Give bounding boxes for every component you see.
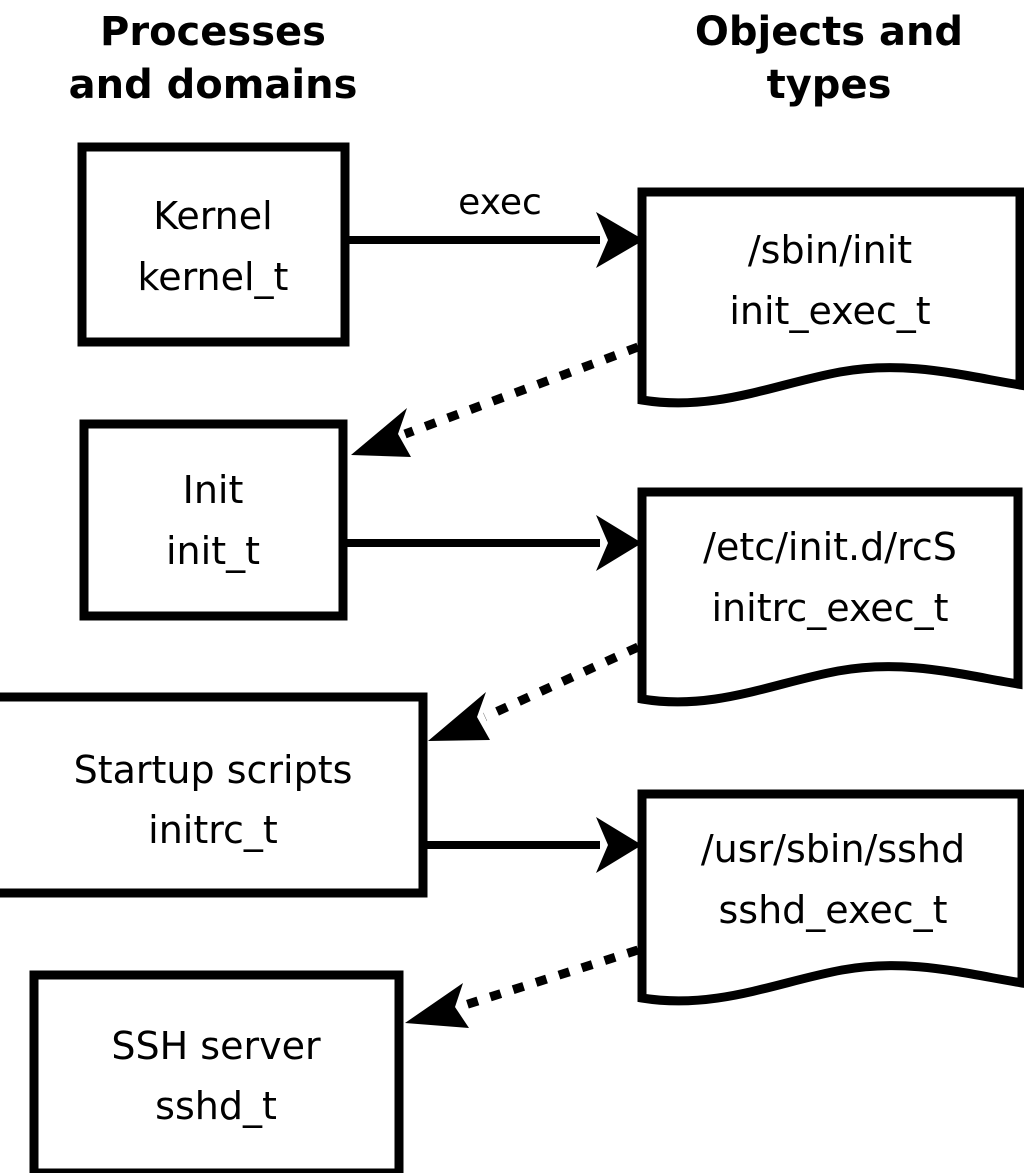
process-node-initrc[interactable]: Startup scripts initrc_t [0, 692, 428, 898]
process-node-initrc-name: Startup scripts [74, 748, 353, 792]
object-node-init-exec-document[interactable] [637, 187, 1024, 408]
process-node-initrc-type: initrc_t [148, 808, 278, 852]
edge-line-sshd-exec-to-sshd [463, 945, 640, 1010]
edge-kernel-exec-init: exec [349, 182, 644, 268]
object-node-sshd-exec-type: sshd_exec_t [718, 888, 947, 932]
process-node-init-type: init_t [166, 529, 260, 573]
process-node-initrc-box[interactable] [0, 692, 428, 898]
edge-initrc-exec-sshd [427, 817, 642, 873]
edge-initrc-exec-to-initrc [428, 642, 640, 741]
arrow-head-init-exec-to-init [351, 408, 411, 457]
edge-line-init-exec-to-init [403, 342, 640, 439]
edge-init-exec-to-init [351, 342, 640, 457]
left-column-title-line2: and domains [69, 62, 358, 108]
process-node-kernel-name: Kernel [153, 194, 272, 238]
object-node-init-exec-path: /sbin/init [748, 228, 912, 272]
process-node-kernel-type: kernel_t [138, 255, 289, 299]
process-node-sshd-type: sshd_t [155, 1084, 277, 1128]
right-column-title: Objects and types [695, 9, 963, 108]
edge-init-exec-initrc [347, 515, 642, 571]
object-node-initrc-exec-type: initrc_exec_t [712, 586, 949, 630]
object-node-init-exec[interactable]: /sbin/init init_exec_t [637, 187, 1024, 408]
process-node-kernel-box[interactable] [77, 142, 350, 347]
object-node-sshd-exec[interactable]: /usr/sbin/sshd sshd_exec_t [637, 789, 1024, 1006]
object-node-initrc-exec-path: /etc/init.d/rcS [703, 525, 957, 569]
left-column-title-line1: Processes [100, 9, 326, 55]
arrow-head-initrc-exec-sshd [596, 817, 642, 873]
object-node-initrc-exec-document[interactable] [637, 487, 1023, 707]
object-node-initrc-exec[interactable]: /etc/init.d/rcS initrc_exec_t [637, 487, 1023, 707]
object-node-init-exec-type: init_exec_t [729, 289, 930, 333]
process-node-kernel[interactable]: Kernel kernel_t [77, 142, 350, 347]
process-node-sshd-name: SSH server [111, 1024, 321, 1068]
process-node-init-box[interactable] [79, 419, 348, 621]
process-node-sshd-box[interactable] [29, 970, 404, 1173]
edge-sshd-exec-to-sshd [405, 945, 640, 1028]
edge-label-exec: exec [458, 182, 542, 223]
arrow-head-sshd-exec-to-sshd [405, 983, 469, 1028]
arrow-head-initrc-exec-to-initrc [428, 692, 490, 741]
object-node-sshd-exec-document[interactable] [637, 789, 1024, 1006]
object-node-sshd-exec-path: /usr/sbin/sshd [701, 827, 965, 871]
right-column-title-line2: types [767, 62, 892, 108]
process-node-init-name: Init [183, 468, 244, 512]
arrow-head-init-exec-initrc [596, 515, 642, 571]
left-column-title: Processes and domains [69, 9, 358, 108]
process-node-sshd[interactable]: SSH server sshd_t [29, 970, 404, 1173]
edge-line-initrc-exec-to-initrc [483, 642, 640, 722]
arrow-head-kernel-exec [596, 212, 644, 268]
right-column-title-line1: Objects and [695, 9, 963, 55]
process-node-init[interactable]: Init init_t [79, 419, 348, 621]
